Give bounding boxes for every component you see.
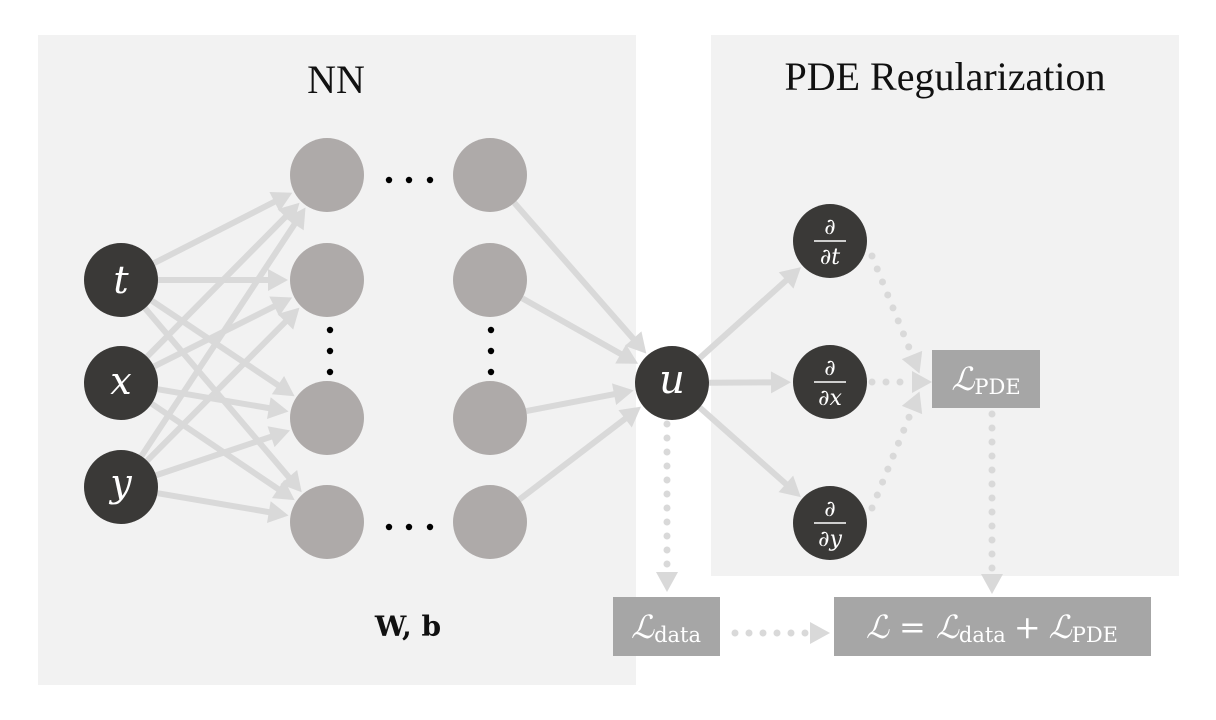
input-node-t: t: [84, 243, 158, 317]
input-to-hidden-edge-head: [271, 479, 295, 501]
hidden-to-output-edge: [520, 295, 628, 360]
input-to-hidden-edge-head: [268, 269, 288, 291]
u-to-data-loss-head: [656, 572, 678, 592]
svg-text:u: u: [659, 357, 685, 403]
hidden-layer-1: [290, 138, 364, 559]
total-loss-box: ℒ=ℒdata+ℒPDE: [834, 597, 1151, 656]
pde-panel: [711, 35, 1179, 576]
hidden-to-output-edge: [525, 390, 621, 414]
hidden-to-output-edge: [517, 412, 632, 502]
input-to-hidden-edge-head: [280, 469, 302, 493]
svg-text:∂y: ∂y: [818, 527, 842, 552]
output-to-derivative-edge-head: [778, 475, 801, 498]
hidden-to-output-edge-head: [624, 331, 647, 354]
input-to-hidden-edge: [144, 315, 292, 463]
output-to-derivative-edge: [697, 274, 793, 361]
input-node-x: x: [84, 346, 158, 420]
input-to-hidden-edge: [156, 386, 276, 413]
output-node-u: u: [635, 346, 709, 420]
pde-loss-box: ℒPDE: [932, 350, 1040, 408]
input-to-hidden-edge: [149, 401, 285, 495]
input-to-hidden-edge-head: [271, 376, 295, 397]
pde-loss-to-total-head: [981, 574, 1003, 594]
svg-text:ℒdata: ℒdata: [631, 608, 701, 647]
dy-to-pde-loss-head: [901, 391, 923, 415]
svg-text:t: t: [113, 258, 129, 302]
weights-biases-label: W, b: [374, 610, 441, 643]
hidden-node: [453, 138, 527, 212]
vertical-ellipsis-right: [487, 326, 495, 376]
dy-to-pde-loss: [868, 406, 916, 512]
horizontal-ellipsis-bottom: [385, 523, 434, 531]
svg-text:ℒ=ℒdata+ℒPDE: ℒ=ℒdata+ℒPDE: [866, 608, 1118, 647]
hidden-node: [290, 381, 364, 455]
hidden-node: [453, 243, 527, 317]
pde-panel-title: PDE Regularization: [784, 54, 1105, 99]
input-to-hidden-edge: [138, 217, 301, 458]
svg-text:∂t: ∂t: [820, 245, 840, 270]
derivative-node-dy: ∂ ∂y: [793, 486, 867, 560]
input-to-hidden-edge-head: [277, 307, 300, 330]
hidden-node: [290, 138, 364, 212]
hidden-node: [453, 381, 527, 455]
input-to-hidden-edge-head: [269, 191, 293, 212]
input-to-hidden-edge-head: [266, 397, 289, 419]
input-to-hidden-edge-head: [285, 207, 306, 231]
vertical-ellipsis-left: [326, 326, 334, 376]
hidden-node: [453, 485, 527, 559]
hidden-to-output-edge-head: [618, 406, 642, 428]
input-to-hidden-edge: [155, 431, 278, 479]
output-to-derivative-edge-head: [770, 371, 792, 394]
output-to-derivative-edge-head: [778, 267, 801, 289]
edges: [138, 191, 801, 523]
hidden-to-output-edge-head: [611, 383, 634, 405]
input-to-hidden-edge: [152, 301, 281, 370]
dt-to-pde-loss-head: [901, 350, 923, 374]
svg-text:∂: ∂: [824, 215, 835, 240]
input-to-hidden-edge-head: [266, 501, 289, 523]
input-to-hidden-edge: [152, 196, 282, 266]
input-to-hidden-edge: [144, 210, 292, 359]
horizontal-ellipsis-top: [385, 176, 434, 184]
hidden-to-output-edge: [512, 200, 640, 346]
output-to-derivative-edge: [697, 405, 793, 491]
svg-text:y: y: [108, 461, 132, 505]
data-loss-to-total-head: [810, 622, 830, 644]
hidden-node: [290, 485, 364, 559]
input-to-hidden-edge: [156, 490, 276, 517]
dotted-edges: [656, 252, 1003, 644]
nn-panel-title: NN: [307, 57, 365, 102]
svg-text:∂: ∂: [824, 356, 835, 381]
input-node-y: y: [84, 450, 158, 524]
hidden-layer-last: [453, 138, 527, 559]
hidden-to-output-edge-head: [615, 344, 639, 364]
data-loss-box: ℒdata: [613, 597, 720, 656]
dt-to-pde-loss: [868, 252, 916, 359]
derivative-node-dx: ∂ ∂x: [793, 345, 867, 419]
svg-text:∂x: ∂x: [818, 386, 842, 411]
derivative-node-dt: ∂ ∂t: [793, 204, 867, 278]
svg-text:ℒPDE: ℒPDE: [951, 360, 1020, 399]
svg-text:x: x: [110, 359, 131, 403]
input-to-hidden-edge-head: [269, 296, 293, 317]
input-to-hidden-edge-head: [267, 426, 291, 448]
hidden-node: [290, 243, 364, 317]
dx-to-pde-loss-head: [912, 371, 932, 393]
svg-text:∂: ∂: [824, 497, 835, 522]
